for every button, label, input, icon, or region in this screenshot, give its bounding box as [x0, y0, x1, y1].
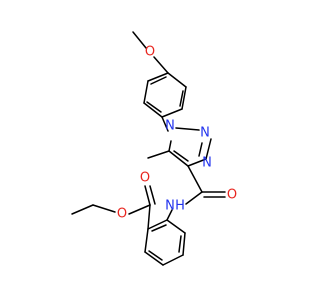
ring-ester-carbon-bond — [147, 204, 151, 230]
svg-text:O: O — [145, 45, 155, 60]
svg-text:N: N — [165, 119, 175, 134]
atom-label-amide-nh: N H — [165, 199, 185, 214]
methoxy-o-aryl-bond — [153, 56, 169, 74]
benzoate-ring — [144, 219, 186, 266]
methyl-methoxy-bond — [132, 31, 147, 49]
atom-label-amide-o: O — [227, 188, 237, 203]
methoxyphenyl-ring — [143, 72, 187, 118]
svg-text:N: N — [165, 199, 175, 214]
atom-label-ester-o: O — [117, 207, 127, 222]
svg-text:H: H — [175, 199, 185, 214]
ester-co-double-bond-a — [144, 185, 151, 206]
carbonyl-nh-bond — [185, 191, 203, 205]
atom-label-n2: N — [200, 126, 210, 141]
ester-o-ethyl-bond — [92, 204, 116, 213]
molecule-structure: O N N N O N H O O — [71, 31, 237, 266]
svg-text:O: O — [140, 171, 150, 186]
atom-label-methoxy-o: O — [145, 45, 155, 60]
svg-text:O: O — [227, 188, 237, 203]
nh-aryl-bond — [166, 209, 173, 221]
atom-label-ester-carbonyl-o: O — [140, 171, 150, 186]
triazole-carbonyl-bond — [187, 165, 203, 193]
svg-text:O: O — [117, 207, 127, 222]
ester-c-o-bond — [128, 204, 151, 215]
triazole-ring — [168, 127, 212, 167]
atom-label-n3: N — [202, 156, 212, 171]
triazole-methyl-bond — [147, 150, 170, 159]
ester-co-double-bond-b — [149, 185, 156, 205]
svg-text:N: N — [202, 156, 212, 171]
atom-label-n1: N — [165, 119, 175, 134]
aryl-n1-bond — [161, 116, 169, 132]
svg-text:N: N — [200, 126, 210, 141]
ethyl-bond — [71, 204, 94, 215]
